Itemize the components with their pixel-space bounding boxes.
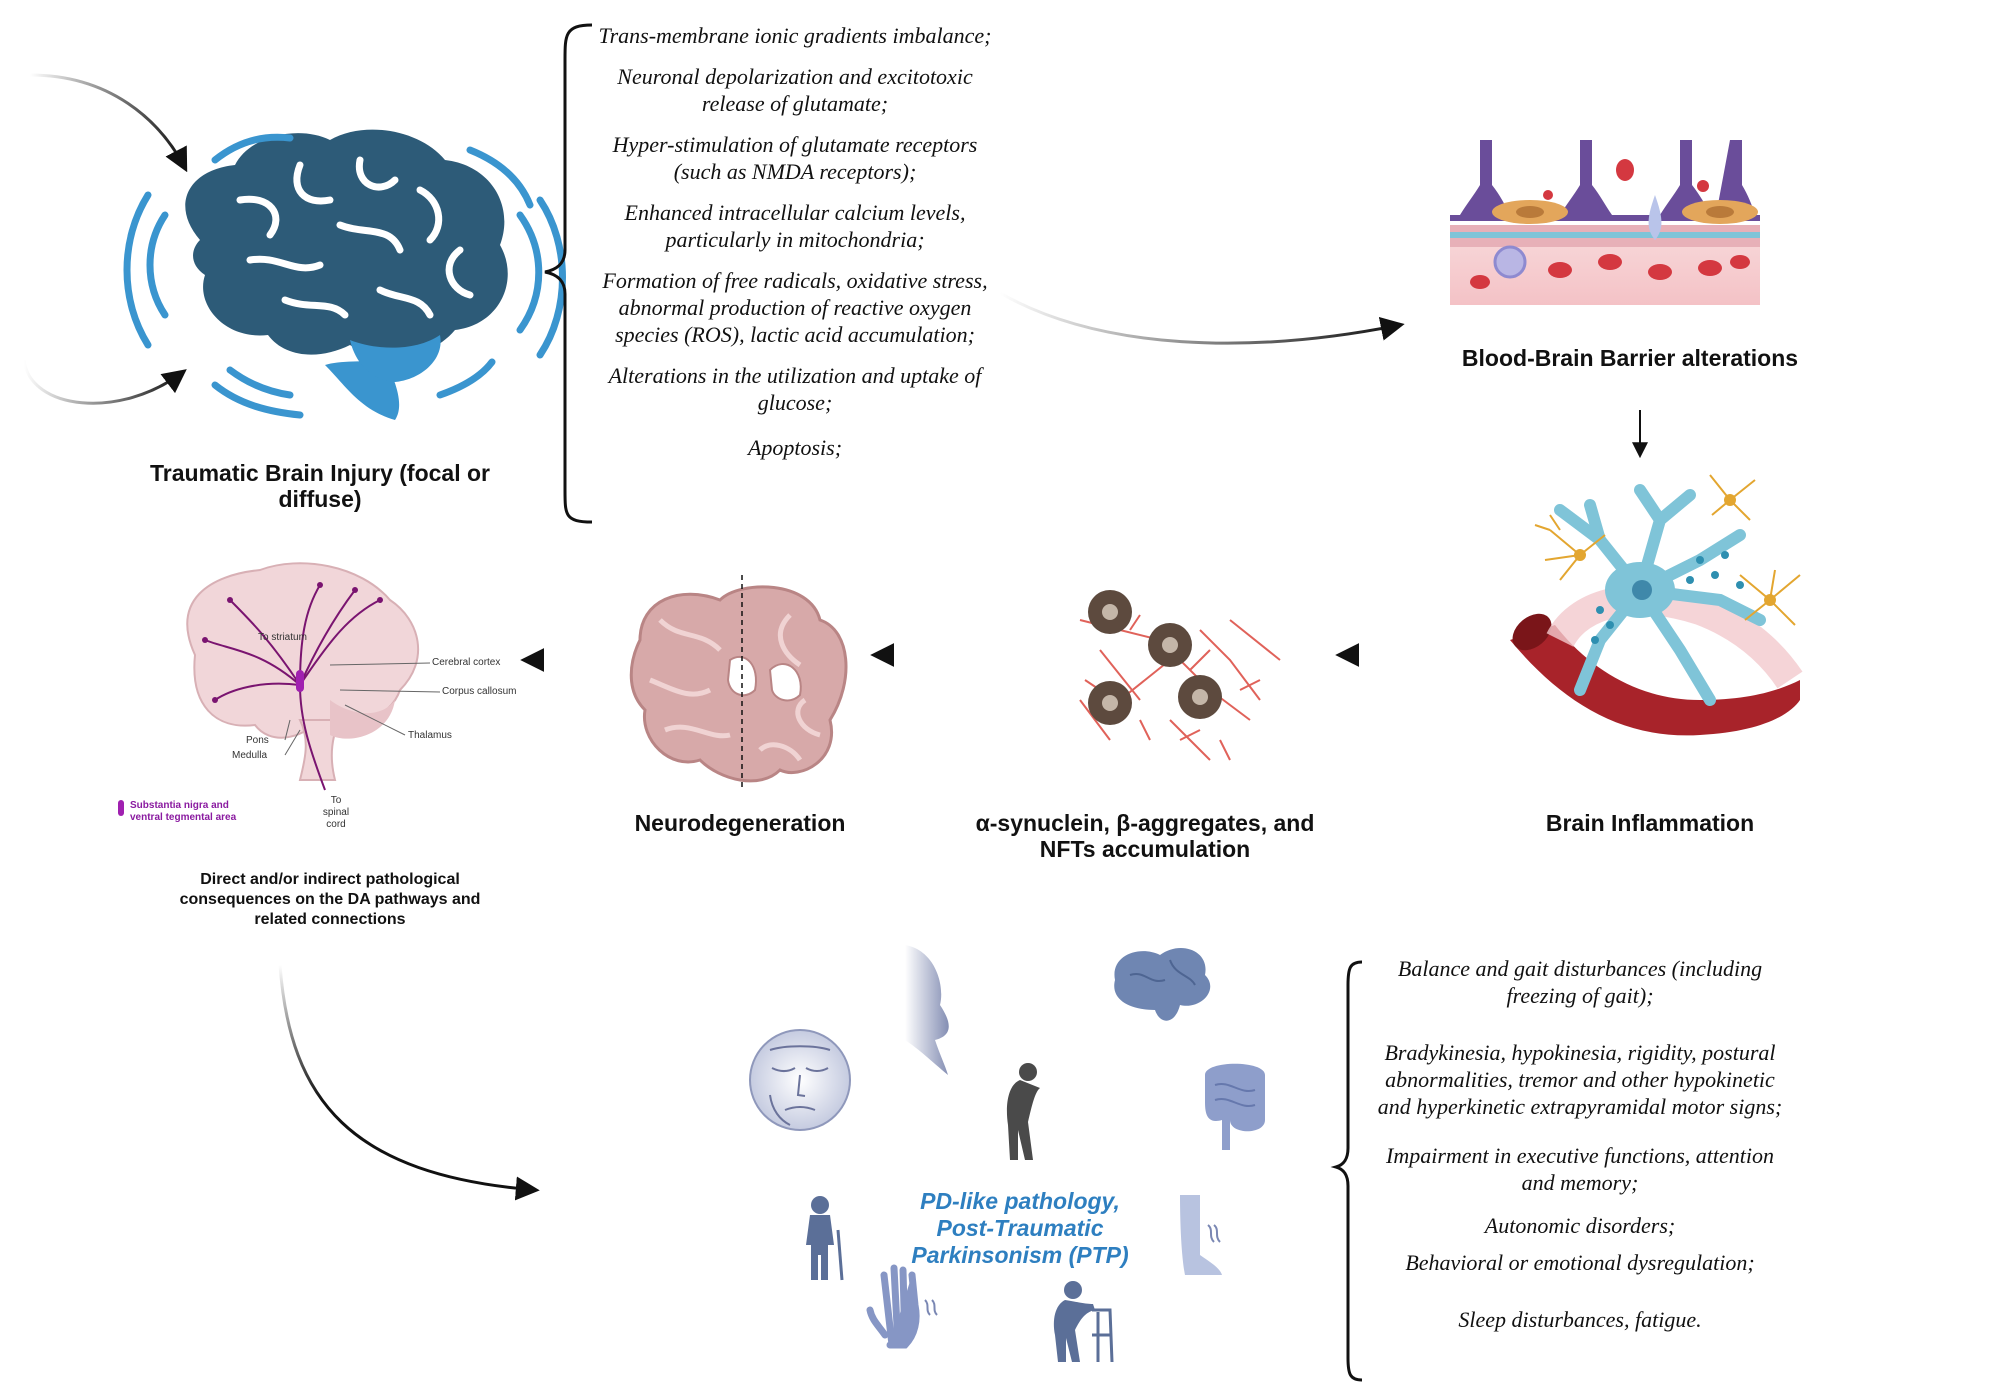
symptom-item: Bradykinesia, hypokinesia, rigidity, pos… bbox=[1377, 1040, 1783, 1119]
walker-person-icon bbox=[1053, 1281, 1114, 1363]
mechanism-item: Alterations in the utilization and uptak… bbox=[608, 363, 982, 415]
mechanism-item: Formation of free radicals, oxidative st… bbox=[602, 268, 988, 347]
mechanism-item: Apoptosis; bbox=[747, 435, 843, 460]
mechanism-item: Hyper-stimulation of glutamate receptors… bbox=[612, 132, 978, 184]
label-cerebral-cortex: Cerebral cortex bbox=[432, 657, 501, 668]
arrow-to-bbb bbox=[999, 291, 1405, 345]
bbb-label: Blood-Brain Barrier alterations bbox=[1461, 345, 1799, 371]
label-to-spinal-cord: To spinal cord bbox=[322, 795, 350, 830]
nose-icon bbox=[905, 945, 949, 1075]
label-corpus-callosum: Corpus callosum bbox=[442, 686, 517, 697]
arrow-to-ptp bbox=[278, 964, 540, 1201]
label-pons: Pons bbox=[246, 735, 269, 746]
symptom-item: Impairment in executive functions, atten… bbox=[1386, 1143, 1774, 1195]
stooped-person-icon bbox=[1006, 1063, 1040, 1160]
substantia-legend: Substantia nigra and ventral tegmental a… bbox=[130, 800, 237, 823]
inflammation-neuron-illustration bbox=[1510, 474, 1803, 736]
dopaminergic-pathways-brain bbox=[118, 562, 441, 816]
leg-restless-icon bbox=[1180, 1195, 1222, 1275]
mechanism-item: Neuronal depolarization and excitotoxic … bbox=[617, 64, 973, 116]
impact-arrows bbox=[22, 73, 188, 405]
tbi-label: Traumatic Brain Injury (focal or diffuse… bbox=[150, 460, 490, 512]
mechanism-item: Trans-membrane ionic gradients imbalance… bbox=[598, 23, 992, 48]
symptom-item: Behavioral or emotional dysregulation; bbox=[1405, 1250, 1755, 1275]
symptom-item: Sleep disturbances, fatigue. bbox=[1458, 1307, 1702, 1332]
ptp-title: PD-like pathology, Post-Traumatic Parkin… bbox=[911, 1188, 1129, 1268]
neurodegeneration-label: Neurodegeneration bbox=[634, 810, 846, 836]
neurodegeneration-brain-section bbox=[629, 575, 848, 790]
brain-icon bbox=[1114, 947, 1211, 1021]
da-pathways-label: Direct and/or indirect pathological cons… bbox=[179, 871, 481, 928]
symptom-item: Autonomic disorders; bbox=[1484, 1213, 1676, 1238]
symptoms-brace bbox=[1330, 960, 1363, 1382]
blood-brain-barrier-illustration bbox=[1450, 140, 1760, 305]
mechanisms-list: Trans-membrane ionic gradients imbalance… bbox=[595, 22, 995, 475]
mechanism-item: Enhanced intracellular calcium levels, p… bbox=[624, 200, 966, 252]
symptoms-list: Balance and gait disturbances (including… bbox=[1370, 955, 1790, 1349]
symptom-item: Balance and gait disturbances (including… bbox=[1397, 956, 1763, 1008]
brain-injury-icon bbox=[123, 129, 566, 420]
label-medulla: Medulla bbox=[232, 750, 268, 761]
label-to-striatum: To striatum bbox=[258, 632, 307, 643]
label-thalamus: Thalamus bbox=[408, 730, 452, 741]
intestine-icon bbox=[1205, 1063, 1265, 1150]
mechanisms-brace bbox=[544, 23, 593, 524]
aggregates-label: α-synuclein, β-aggregates, and NFTs accu… bbox=[975, 810, 1315, 862]
plaques-aggregates-illustration bbox=[1079, 590, 1281, 761]
tremor-hand-icon bbox=[866, 1264, 938, 1349]
inflammation-label: Brain Inflammation bbox=[1545, 810, 1755, 836]
elderly-cane-icon bbox=[806, 1196, 844, 1281]
face-icon bbox=[749, 1029, 851, 1131]
ptp-icons bbox=[749, 945, 1265, 1363]
